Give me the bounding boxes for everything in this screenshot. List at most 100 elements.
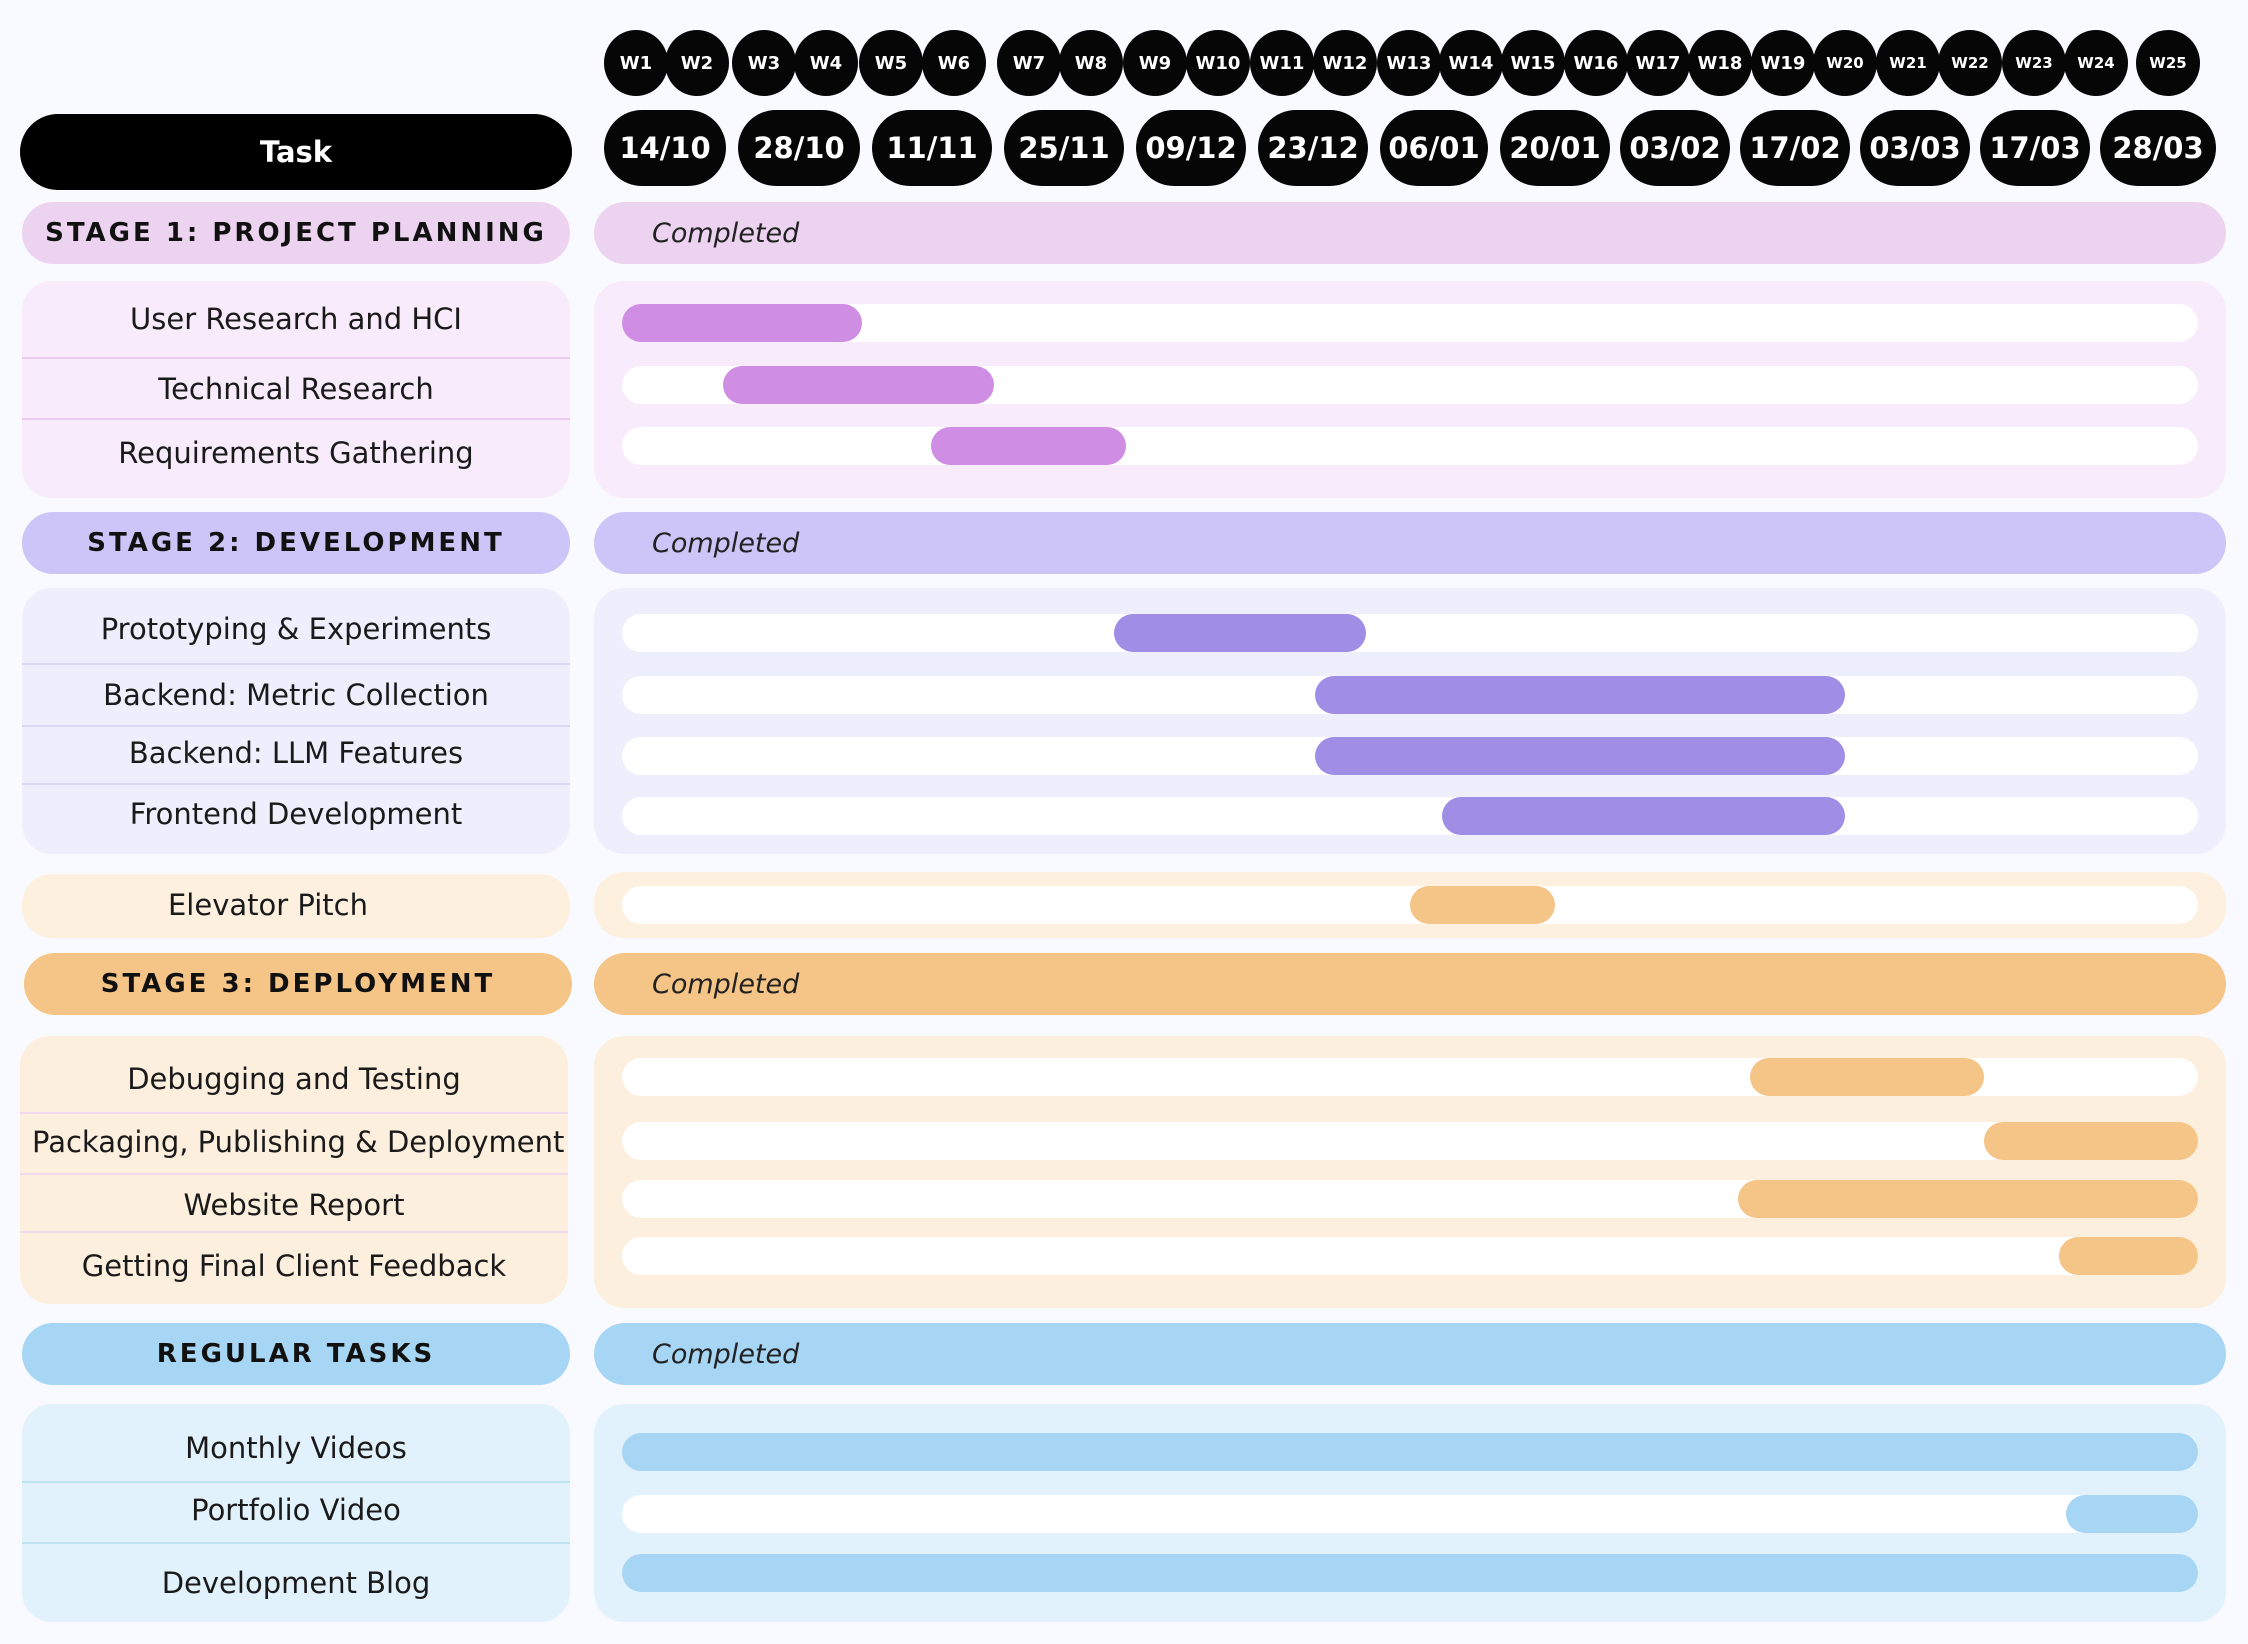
date-label: 03/02 (1620, 110, 1730, 186)
task-track (622, 1237, 2198, 1275)
week-label: W1 (604, 30, 668, 96)
stage1-label: STAGE 1: PROJECT PLANNING (22, 202, 570, 264)
row-divider (20, 1173, 568, 1175)
stage3-label: STAGE 3: DEPLOYMENT (24, 953, 572, 1015)
task-track (622, 1554, 2198, 1592)
week-label: W13 (1377, 30, 1441, 96)
gantt-bar (1737, 1180, 2198, 1218)
week-label: W10 (1186, 30, 1250, 96)
week-label: W17 (1626, 30, 1690, 96)
date-label: 28/10 (738, 110, 860, 186)
task-label: Website Report (183, 1188, 405, 1222)
task-label: Prototyping & Experiments (100, 612, 492, 646)
gantt-bar (622, 1433, 2198, 1471)
gantt-bar (1315, 737, 1845, 775)
stage2-timeline-panel (594, 588, 2226, 854)
week-label: W7 (997, 30, 1061, 96)
date-label: 20/01 (1500, 110, 1610, 186)
week-label: W12 (1313, 30, 1377, 96)
week-label: W2 (665, 30, 729, 96)
regular-task-panel: Monthly Videos Portfolio Video Developme… (22, 1404, 570, 1622)
task-track (622, 304, 2198, 342)
stage3-task-panel: Debugging and Testing Packaging, Publish… (20, 1036, 568, 1304)
task-track (622, 1495, 2198, 1533)
task-label: Debugging and Testing (127, 1062, 461, 1096)
week-label: W9 (1123, 30, 1187, 96)
task-label: Frontend Development (129, 797, 463, 831)
gantt-bar (1750, 1058, 1984, 1096)
row-divider (22, 1481, 570, 1483)
pitch-timeline-panel (594, 872, 2226, 938)
stage2-label: STAGE 2: DEVELOPMENT (22, 512, 570, 574)
task-label: Monthly Videos (185, 1431, 407, 1465)
task-track (622, 676, 2198, 714)
week-label: W15 (1501, 30, 1565, 96)
date-label: 25/11 (1004, 110, 1124, 186)
stage1-task-panel: User Research and HCI Technical Research… (22, 281, 570, 498)
task-track (622, 366, 2198, 404)
week-label: W8 (1059, 30, 1123, 96)
row-divider (22, 357, 570, 359)
row-divider (20, 1112, 568, 1114)
week-label: W3 (732, 30, 796, 96)
week-label: W24 (2064, 30, 2128, 96)
task-track (622, 797, 2198, 835)
date-label: 03/03 (1860, 110, 1970, 186)
task-track (622, 737, 2198, 775)
task-label: Backend: LLM Features (128, 736, 464, 770)
gantt-bar (1315, 676, 1845, 714)
gantt-bar (2059, 1237, 2198, 1275)
task-track (622, 614, 2198, 652)
stage2-task-panel: Prototyping & Experiments Backend: Metri… (22, 588, 570, 854)
week-label: W19 (1751, 30, 1815, 96)
pitch-task-panel: Elevator Pitch (22, 874, 570, 938)
task-track (622, 1433, 2198, 1471)
date-label: 11/11 (872, 110, 992, 186)
gantt-bar (2065, 1495, 2198, 1533)
gantt-bar (1113, 614, 1366, 652)
regular-status-bar: Completed (594, 1323, 2226, 1385)
date-label: 17/03 (1980, 110, 2090, 186)
task-track (622, 886, 2198, 924)
task-track (622, 1058, 2198, 1096)
gantt-bar (1410, 886, 1555, 924)
regular-timeline-panel (594, 1404, 2226, 1622)
stage2-status-bar: Completed (594, 512, 2226, 574)
week-label: W11 (1250, 30, 1314, 96)
task-label: User Research and HCI (130, 302, 462, 336)
date-label: 28/03 (2100, 110, 2216, 186)
gantt-bar (1983, 1122, 2198, 1160)
stage1-status-bar: Completed (594, 202, 2226, 264)
gantt-bar (930, 427, 1127, 465)
task-label: Backend: Metric Collection (103, 678, 489, 712)
week-label: W18 (1688, 30, 1752, 96)
task-label: Requirements Gathering (118, 436, 474, 470)
week-label: W20 (1813, 30, 1877, 96)
date-label: 23/12 (1258, 110, 1368, 186)
task-label: Getting Final Client Feedback (81, 1249, 507, 1283)
week-label: W16 (1564, 30, 1628, 96)
task-label: Technical Research (158, 372, 434, 406)
week-label: W14 (1439, 30, 1503, 96)
task-column-header: Task (20, 114, 572, 190)
row-divider (22, 663, 570, 665)
regular-label: REGULAR TASKS (22, 1323, 570, 1385)
task-label: Portfolio Video (191, 1493, 401, 1527)
row-divider (22, 725, 570, 727)
gantt-bar (1441, 797, 1845, 835)
week-label: W22 (1938, 30, 2002, 96)
task-label: Development Blog (161, 1566, 431, 1600)
date-label: 14/10 (604, 110, 726, 186)
gantt-bar (622, 304, 862, 342)
stage3-timeline-panel (594, 1036, 2226, 1308)
week-label: W5 (859, 30, 923, 96)
task-track (622, 1180, 2198, 1218)
row-divider (22, 418, 570, 420)
week-label: W4 (794, 30, 858, 96)
task-track (622, 1122, 2198, 1160)
gantt-bar (722, 366, 994, 404)
week-label: W6 (922, 30, 986, 96)
row-divider (22, 1542, 570, 1544)
task-track (622, 427, 2198, 465)
task-label: Packaging, Publishing & Deployment! (32, 1125, 568, 1159)
